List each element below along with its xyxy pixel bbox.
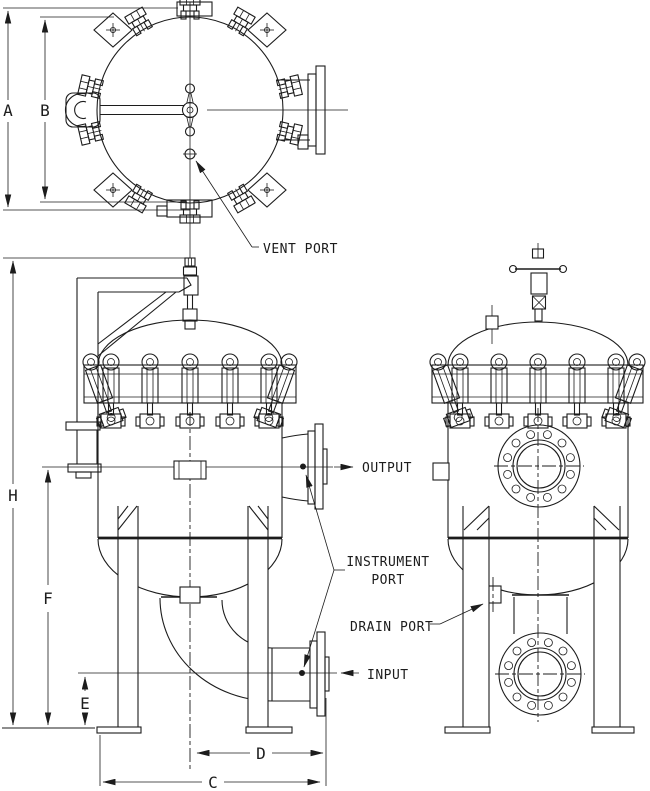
vent-port-label: VENT PORT	[263, 242, 338, 257]
drain-port-label: DRAIN PORT	[350, 620, 433, 635]
input-flange-face	[495, 632, 585, 716]
instrument-port-label-line2: PORT	[371, 573, 404, 588]
dome-instrument-fitting	[485, 305, 499, 344]
lid-clamp-band	[421, 349, 650, 430]
dimension-f: F	[43, 469, 53, 726]
side-legs	[444, 505, 635, 734]
instrument-port-upper	[300, 463, 306, 470]
dimension-d: D	[196, 698, 327, 786]
vent-valve	[508, 243, 568, 322]
dome-head	[447, 321, 629, 366]
dimension-c: C	[99, 735, 321, 791]
dim-label-b: B	[40, 101, 50, 120]
output-nozzle	[281, 423, 328, 510]
output-label: OUTPUT	[362, 461, 412, 476]
instrument-port-label-line1: INSTRUMENT	[346, 555, 429, 570]
foot-plate	[444, 726, 491, 734]
dimension-h: H	[3, 257, 186, 726]
output-flange-face	[494, 424, 584, 508]
dim-label-f: F	[43, 589, 53, 608]
shell-boss	[432, 462, 450, 481]
bottom-lug-tab	[156, 205, 168, 217]
foot-plate	[591, 726, 635, 734]
dim-label-c: C	[208, 773, 218, 791]
center-hub	[181, 83, 199, 137]
drain-port-callout: DRAIN PORT	[350, 603, 484, 635]
input-callout: INPUT	[340, 668, 409, 683]
front-view: H F E D C	[2, 217, 337, 791]
side-view	[421, 243, 650, 734]
instrument-port-lower	[299, 670, 305, 676]
vent-piping	[182, 217, 199, 330]
foot-plate	[245, 726, 293, 734]
dome-head	[97, 319, 283, 366]
dim-label-d: D	[256, 744, 266, 763]
dim-label-h: H	[8, 486, 18, 505]
dim-label-e: E	[80, 694, 90, 713]
sight-boss	[173, 460, 207, 480]
instrument-port-callout: INSTRUMENT PORT	[303, 474, 429, 668]
front-legs	[96, 505, 293, 734]
callouts: VENT PORT OUTPUT INSTRUMENT PORT DRAIN P…	[195, 160, 484, 683]
bottom-center-boss	[161, 586, 217, 604]
vent-port-fitting	[183, 148, 197, 160]
dimension-a: A	[3, 7, 190, 211]
lid-clamp-band	[74, 349, 306, 430]
foot-plate	[96, 726, 142, 734]
input-nozzle	[309, 631, 330, 717]
davit-arm	[65, 277, 192, 479]
dimension-e: E	[80, 676, 90, 726]
output-callout: OUTPUT	[334, 461, 412, 476]
cover-handle	[64, 92, 184, 128]
dimension-b: B	[40, 16, 187, 203]
input-label: INPUT	[367, 668, 409, 683]
vent-port-callout: VENT PORT	[195, 160, 338, 257]
dim-label-a: A	[3, 101, 13, 120]
top-view: A B	[3, 0, 348, 224]
